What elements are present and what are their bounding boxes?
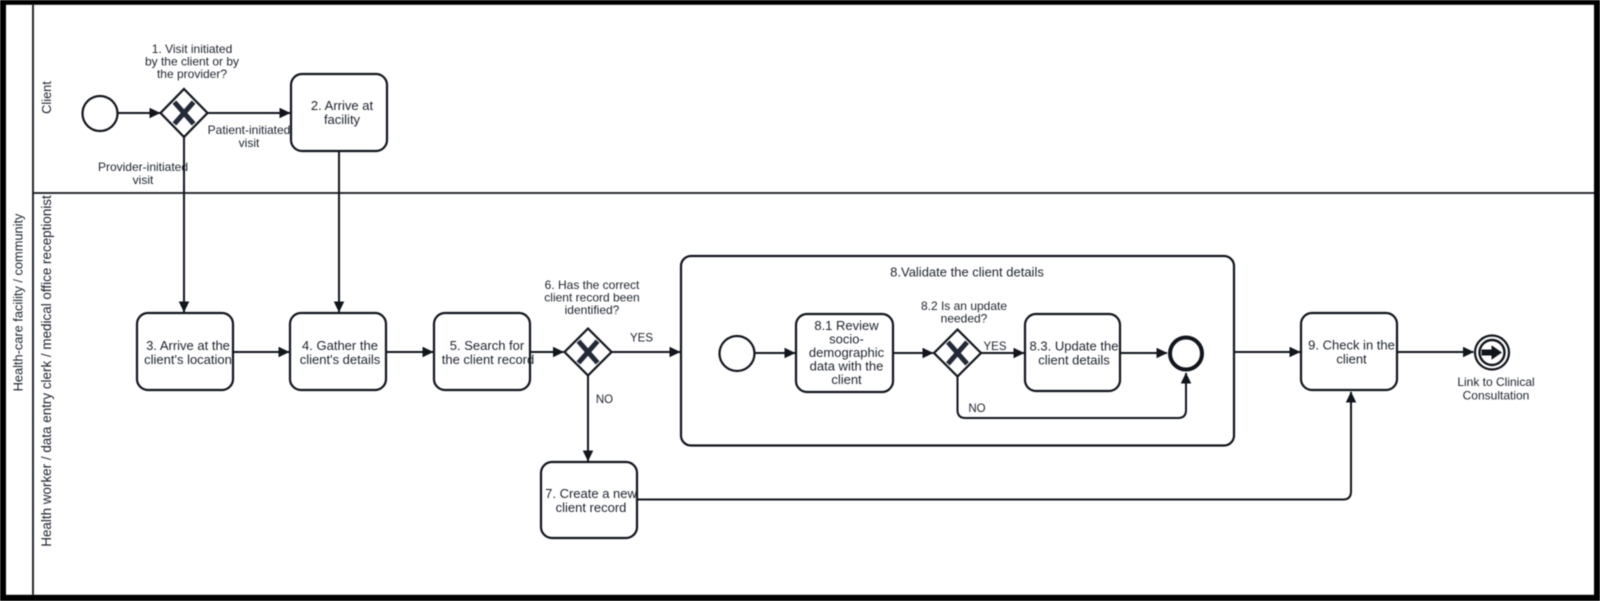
- svg-text:8.1 Review: 8.1 Review: [814, 318, 879, 333]
- svg-text:Client: Client: [39, 81, 54, 114]
- svg-text:Link to Clinical: Link to Clinical: [1457, 375, 1534, 389]
- svg-text:Health-care facility / communi: Health-care facility / community: [11, 213, 26, 391]
- svg-text:demographic: demographic: [809, 345, 885, 360]
- svg-text:visit: visit: [133, 173, 154, 187]
- svg-text:8.2 Is an update: 8.2 Is an update: [921, 299, 1007, 313]
- svg-text:1. Visit initiated: 1. Visit initiated: [152, 42, 233, 56]
- svg-text:Patient-initiated: Patient-initiated: [208, 123, 291, 137]
- svg-text:visit: visit: [239, 136, 260, 150]
- svg-text:the client record: the client record: [442, 352, 535, 367]
- svg-text:NO: NO: [968, 403, 985, 415]
- svg-text:client record: client record: [556, 500, 627, 515]
- svg-text:8.3. Update the: 8.3. Update the: [1030, 339, 1119, 354]
- svg-text:Consultation: Consultation: [1463, 388, 1530, 402]
- svg-text:data with the: data with the: [810, 359, 884, 374]
- svg-text:identified?: identified?: [565, 303, 620, 317]
- svg-text:6. Has the correct: 6. Has the correct: [545, 278, 640, 292]
- svg-text:YES: YES: [983, 341, 1006, 353]
- svg-text:client's location: client's location: [144, 352, 232, 367]
- svg-text:7. Create a new: 7. Create a new: [545, 486, 637, 501]
- svg-text:client's details: client's details: [300, 352, 381, 367]
- svg-text:4. Gather the: 4. Gather the: [302, 338, 378, 353]
- svg-text:3. Arrive at the: 3. Arrive at the: [146, 338, 230, 353]
- svg-text:YES: YES: [630, 333, 653, 345]
- svg-text:by the client or by: by the client or by: [145, 55, 239, 69]
- svg-text:client: client: [831, 372, 862, 387]
- svg-text:client details: client details: [1038, 353, 1110, 368]
- svg-text:2. Arrive at: 2. Arrive at: [311, 98, 374, 113]
- svg-text:NO: NO: [596, 394, 613, 406]
- svg-text:client: client: [1336, 352, 1367, 367]
- svg-text:client record been: client record been: [544, 291, 639, 305]
- svg-text:the provider?: the provider?: [157, 67, 227, 81]
- svg-text:facility: facility: [324, 112, 361, 127]
- svg-text:Health worker / data entry cle: Health worker / data entry clerk / medic…: [39, 195, 54, 547]
- svg-text:5. Search for: 5. Search for: [450, 338, 525, 353]
- svg-text:needed?: needed?: [941, 312, 988, 326]
- svg-text:socio-: socio-: [829, 332, 864, 347]
- svg-text:9. Check in the: 9. Check in the: [1308, 338, 1395, 353]
- svg-text:8.Validate the client details: 8.Validate the client details: [890, 265, 1044, 280]
- svg-text:Provider-initiated: Provider-initiated: [98, 160, 188, 174]
